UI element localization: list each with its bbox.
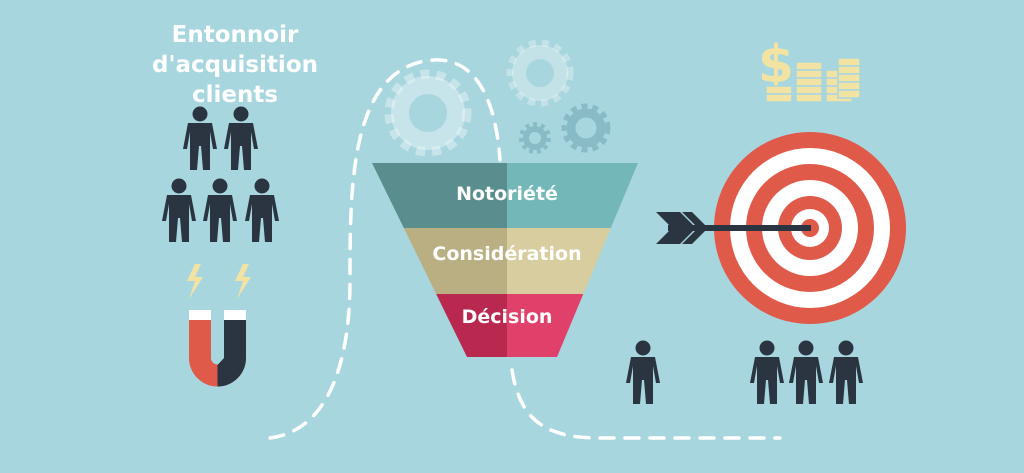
funnel-stage-label-notoriete: Notoriété xyxy=(456,183,558,205)
lightning-icon xyxy=(235,264,251,299)
person-icon xyxy=(245,178,279,242)
gear-icon xyxy=(384,69,472,157)
dollar-icon: $ xyxy=(758,35,794,95)
dashed-path xyxy=(268,58,782,440)
title-line-1: Entonnoir xyxy=(171,22,299,48)
person-icon xyxy=(203,178,237,242)
arrow-icon xyxy=(656,212,811,244)
lightning-icon xyxy=(187,264,203,299)
funnel-stage-label-consideration: Considération xyxy=(432,243,582,265)
person-icon xyxy=(789,340,823,404)
person-icon xyxy=(829,340,863,404)
page-title: Entonnoir d'acquisition clients xyxy=(150,20,320,110)
coins-icon xyxy=(765,57,861,103)
person-icon xyxy=(224,106,258,170)
title-line-2: d'acquisition xyxy=(151,52,318,78)
magnet-icon xyxy=(189,310,246,387)
title-line-3: clients xyxy=(191,82,279,108)
gear-icon xyxy=(561,103,611,153)
people-group-left xyxy=(162,106,279,242)
funnel-stage-label-decision: Décision xyxy=(461,306,553,328)
person-icon xyxy=(750,340,784,404)
person-icon xyxy=(162,178,196,242)
people-group-right xyxy=(626,340,863,404)
person-icon xyxy=(626,340,660,404)
gear-icon xyxy=(519,122,551,154)
person-icon xyxy=(183,106,217,170)
gear-icon xyxy=(506,39,574,107)
